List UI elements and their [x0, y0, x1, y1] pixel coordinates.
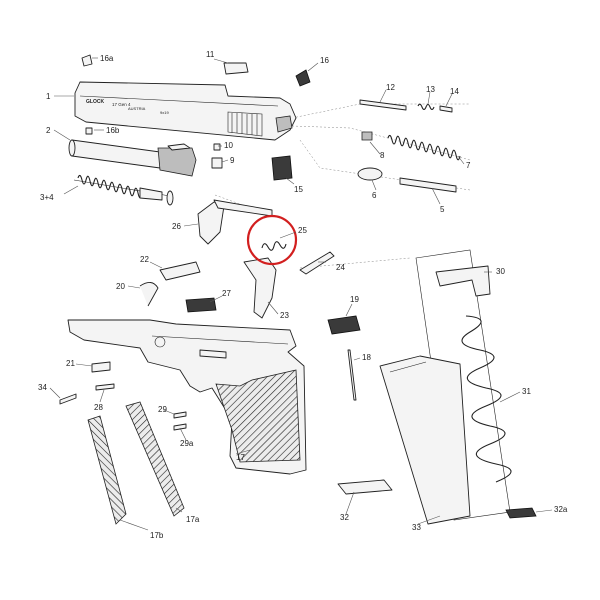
- highlight-circle: [246, 214, 298, 266]
- slide-model-marking: 17 Gen 4: [112, 102, 131, 107]
- slide-brand-marking: GLOCK: [86, 99, 104, 105]
- barrel-part-2: [68, 139, 197, 177]
- trigger-mechanism-parts: [139, 199, 361, 401]
- part-14-shape: [439, 105, 453, 113]
- slide-country-marking: AUSTRIA: [128, 106, 146, 111]
- part-22-shape: [159, 261, 201, 281]
- highlighted-part-25: [246, 214, 298, 266]
- callout-21: 21: [66, 359, 75, 368]
- callout-17b: 17b: [150, 531, 164, 540]
- callout-8: 8: [380, 151, 385, 160]
- part-11-shape: [223, 62, 249, 75]
- callout-14: 14: [450, 87, 459, 96]
- callout-1: 1: [46, 92, 51, 101]
- part-16a-shape: [81, 54, 93, 67]
- callout-34: 34: [38, 383, 47, 392]
- callout-28: 28: [94, 403, 103, 412]
- part-32-shape: [337, 479, 393, 495]
- callout-27: 27: [222, 289, 231, 298]
- callout-12: 12: [386, 83, 395, 92]
- frame-part-17: [67, 319, 307, 475]
- part-23-shape: [243, 257, 277, 319]
- callout-22: 22: [140, 255, 149, 264]
- part-31-shape: [461, 315, 512, 483]
- callout-16b: 16b: [106, 126, 120, 135]
- callout-3-4: 3+4: [40, 193, 54, 202]
- part-33-shape: [379, 355, 471, 525]
- part-8-shape: [361, 131, 373, 141]
- callout-29: 29: [158, 405, 167, 414]
- part-7-shape: [387, 134, 461, 161]
- slide-part-1: GLOCK 17 Gen 4 AUSTRIA 9x19: [74, 81, 297, 141]
- callout-32a: 32a: [554, 505, 568, 514]
- slide-caliber-marking: 9x19: [160, 110, 169, 115]
- part-20-shape: [139, 282, 159, 307]
- callout-17-frame: 17: [236, 453, 245, 462]
- slide-small-parts: [81, 54, 311, 181]
- striker-parts: [357, 99, 461, 193]
- part-13-shape: [417, 103, 435, 111]
- callout-15: 15: [294, 185, 303, 194]
- part-12-shape: [359, 99, 407, 111]
- callout-13: 13: [426, 85, 435, 94]
- part-6-shape: [357, 167, 383, 181]
- callout-6: 6: [372, 191, 377, 200]
- part-25-spring-shape: [261, 241, 287, 251]
- callout-32: 32: [340, 513, 349, 522]
- part-18-shape: [347, 349, 357, 401]
- part-9-shape: [211, 157, 223, 169]
- callout-16a: 16a: [100, 54, 114, 63]
- callout-33: 33: [412, 523, 421, 532]
- callout-labels: 1 2 3+4 16a 16b 11 16 12 13 14 10 9 8 7 …: [38, 50, 568, 540]
- part-28-shape: [95, 383, 115, 391]
- callout-16: 16: [320, 56, 329, 65]
- backstrap-parts: [87, 401, 185, 525]
- callout-7: 7: [466, 161, 471, 170]
- callout-24: 24: [336, 263, 345, 272]
- magazine-parts: [337, 249, 537, 525]
- part-17b-shape: [87, 415, 127, 525]
- callout-10: 10: [224, 141, 233, 150]
- callout-19: 19: [350, 295, 359, 304]
- callout-9: 9: [230, 156, 235, 165]
- leader-lines: [49, 57, 553, 531]
- callout-29a: 29a: [180, 439, 194, 448]
- part-30-shape: [435, 265, 491, 297]
- pin-parts: [59, 361, 187, 431]
- recoil-spring-part-3-4: [73, 174, 174, 206]
- callout-11: 11: [206, 50, 215, 59]
- part-10-shape: [213, 143, 221, 151]
- callout-30: 30: [496, 267, 505, 276]
- part-29a-shape: [173, 423, 187, 431]
- callout-2: 2: [46, 126, 51, 135]
- callout-26: 26: [172, 222, 181, 231]
- callout-23: 23: [280, 311, 289, 320]
- part-16-shape: [295, 69, 311, 87]
- part-15-shape: [271, 155, 293, 181]
- callout-18: 18: [362, 353, 371, 362]
- callout-20: 20: [116, 282, 125, 291]
- callout-5: 5: [440, 205, 445, 214]
- part-32a-shape: [505, 507, 537, 519]
- part-21-shape: [91, 361, 111, 373]
- part-24-shape: [299, 251, 335, 275]
- part-5-shape: [399, 177, 457, 193]
- callout-31: 31: [522, 387, 531, 396]
- part-26-shape: [197, 201, 225, 245]
- part-29-shape: [173, 411, 187, 419]
- part-19-shape: [327, 315, 361, 335]
- part-16b-shape: [85, 127, 93, 135]
- part-34-shape: [59, 393, 77, 405]
- part-17a-shape: [125, 401, 185, 517]
- callout-17a: 17a: [186, 515, 200, 524]
- part-27-shape: [185, 297, 217, 313]
- callout-25: 25: [298, 226, 307, 235]
